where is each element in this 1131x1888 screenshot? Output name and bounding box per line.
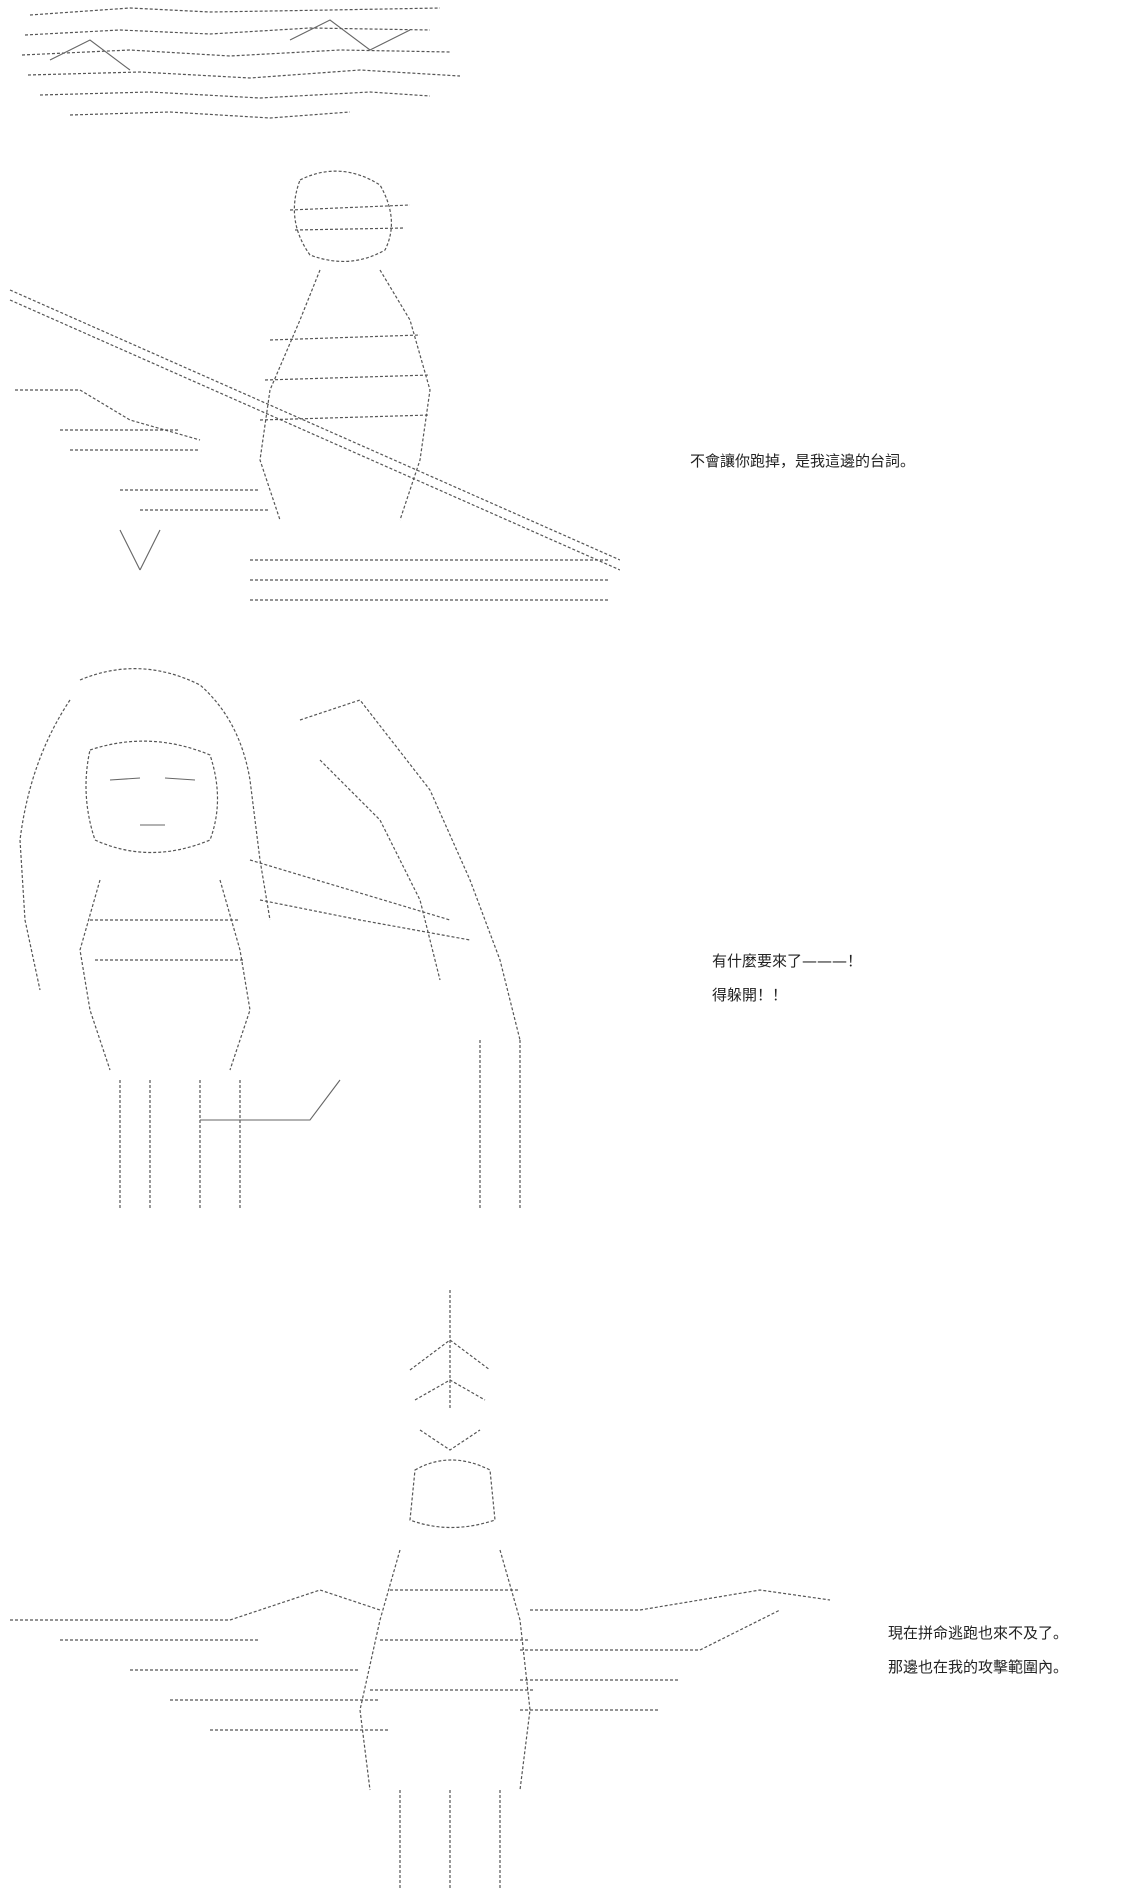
armored-figure-ascii-art (0, 1290, 840, 1888)
dialog-line: 有什麼要來了———！ (712, 952, 863, 970)
panel-2: 不會讓你跑掉，是我這邊的台詞。 (0, 160, 1131, 620)
long-haired-girl-ascii-art (0, 660, 560, 1230)
panel-3: 有什麼要來了———！ 得躲開！！ (0, 660, 1131, 1230)
panel-2-dialog: 不會讓你跑掉，是我這邊的台詞。 (690, 450, 915, 484)
panel-4: 現在拼命逃跑也來不及了。 那邊也在我的攻擊範圍內。 (0, 1290, 1131, 1888)
dialog-line: 那邊也在我的攻擊範圍內。 (888, 1658, 1069, 1676)
dialog-line: 得躲開！！ (712, 986, 788, 1004)
spear-warrior-ascii-art (0, 160, 620, 620)
panel-1 (0, 0, 1131, 130)
dialog-line: 不會讓你跑掉，是我這邊的台詞。 (690, 452, 916, 470)
panel-4-dialog: 現在拼命逃跑也來不及了。 那邊也在我的攻擊範圍內。 (888, 1622, 1068, 1690)
dialog-line: 現在拼命逃跑也來不及了。 (888, 1624, 1069, 1642)
panel-3-dialog: 有什麼要來了———！ 得躲開！！ (712, 950, 862, 1018)
top-ascii-art (10, 0, 470, 125)
